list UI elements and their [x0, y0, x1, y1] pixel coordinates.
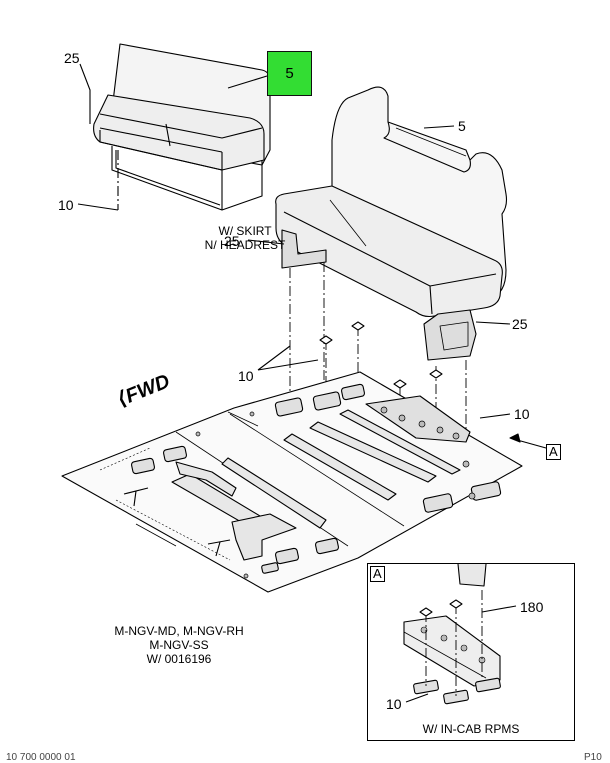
left-bracket-leader [247, 239, 285, 245]
view-a-arrow [509, 433, 547, 449]
footer-left: 10 700 0000 01 [6, 752, 76, 763]
model-caption-line3: W/ 0016196 [146, 652, 212, 666]
headrest-callout: 5 [458, 118, 466, 134]
detail-top-callout: 180 [520, 599, 544, 615]
model-caption-line1: M-NGV-MD, M-NGV-RH [114, 624, 244, 638]
headrest-callout-label: 5 [285, 65, 294, 82]
skirt-caption-line1: W/ SKIRT [218, 224, 272, 238]
model-caption: M-NGV-MD, M-NGV-RH M-NGV-SS W/ 0016196 [104, 624, 254, 666]
main-seat [275, 86, 508, 318]
detail-a-frame: A 180 10 W/ IN-CAB RPMS [367, 563, 575, 741]
skirt-bracket-callout: 25 [64, 50, 80, 66]
right-bracket-leader [475, 321, 511, 325]
detail-bottom-callout: 10 [386, 696, 402, 712]
detail-a-marker: A [370, 566, 385, 582]
skirt-bracket-leader [79, 63, 91, 124]
detail-caption: W/ IN-CAB RPMS [422, 722, 520, 736]
skirt-floor-leader [77, 203, 119, 211]
fastener-callout: 10 [238, 368, 254, 384]
fasteners [319, 321, 443, 389]
headrest-leader [423, 125, 455, 129]
view-a-marker[interactable]: A [546, 444, 561, 460]
floor-leader [479, 413, 511, 419]
fastener-leader [257, 345, 319, 371]
model-caption-line2: M-NGV-SS [149, 638, 209, 652]
floor-callout: 10 [514, 406, 530, 422]
left-bracket-callout: 25 [224, 233, 240, 249]
detail-a-drawing [403, 563, 517, 705]
headrest-callout-highlight[interactable]: 5 [267, 51, 312, 96]
footer-right: P10 [584, 752, 602, 763]
skirt-bench [93, 43, 271, 211]
headrest-tag-leader [227, 75, 268, 89]
skirt-caption-line2: N/ HEADREST [204, 238, 286, 252]
right-bracket-callout: 25 [512, 316, 528, 332]
floor-panel [61, 371, 523, 593]
skirt-floor-callout: 10 [58, 197, 74, 213]
left-bracket [281, 229, 327, 269]
skirt-caption: W/ SKIRT N/ HEADREST [200, 224, 290, 252]
